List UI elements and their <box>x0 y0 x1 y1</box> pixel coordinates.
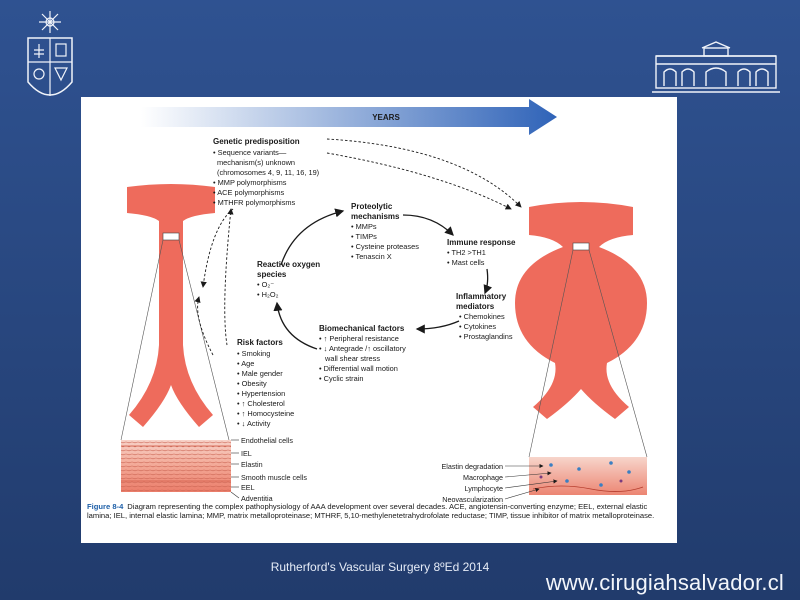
inflammatory-line: • Chemokines <box>459 312 505 321</box>
ros-line: • O₂⁻ <box>257 280 274 289</box>
proteolytic-line: • MMPs <box>351 222 377 231</box>
biomechanical-line: • ↓ Antegrade /↑ oscillatory <box>319 344 406 353</box>
proteolytic-mechanisms-box: Proteolytic mechanisms • MMPs • TIMPs • … <box>351 202 419 261</box>
genetic-predisposition-box: Genetic predisposition • Sequence varian… <box>213 137 319 207</box>
ros-line: • H₂O₂ <box>257 290 279 299</box>
normal-wall-cross-section <box>121 440 231 492</box>
genetic-line: • ACE polymorphisms <box>213 188 284 197</box>
risk-line: • ↑ Homocysteine <box>237 409 294 418</box>
genetic-line: • MMP polymorphisms <box>213 178 287 187</box>
biomechanical-title: Biomechanical factors <box>319 324 405 333</box>
risk-line: • Male gender <box>237 369 283 378</box>
university-seal-logo <box>27 11 73 96</box>
biomechanical-line: • Cyclic strain <box>319 374 363 383</box>
figure-caption-text: Diagram representing the complex pathoph… <box>87 502 655 521</box>
proteolytic-title: mechanisms <box>351 212 400 221</box>
label-iel: IEL <box>241 449 252 458</box>
figure-number: Figure 8-4 <box>87 502 124 511</box>
genetic-line: mechanism(s) unknown <box>217 158 295 167</box>
risk-title: Risk factors <box>237 338 283 347</box>
label-endothelial-cells: Endothelial cells <box>241 436 293 445</box>
genetic-title: Genetic predisposition <box>213 137 300 146</box>
label-neovascularization: Neovascularization <box>442 495 503 504</box>
label-eel: EEL <box>241 483 255 492</box>
biomechanical-line: • Differential wall motion <box>319 364 398 373</box>
proteolytic-line: • Tenascin X <box>351 252 392 261</box>
risk-line: • Age <box>237 359 254 368</box>
label-elastin: Elastin <box>241 460 263 469</box>
normal-aorta-illustration <box>127 184 215 427</box>
genetic-line: • Sequence variants— <box>213 148 287 157</box>
biomechanical-line: • ↑ Peripheral resistance <box>319 334 399 343</box>
proteolytic-line: • Cysteine proteases <box>351 242 419 251</box>
risk-line: • ↑ Cholesterol <box>237 399 285 408</box>
genetic-line: (chromosomes 4, 9, 11, 16, 19) <box>217 168 319 177</box>
inflammatory-line: • Prostaglandins <box>459 332 513 341</box>
label-adventitia: Adventitia <box>241 494 273 503</box>
sunburst-icon <box>39 11 61 33</box>
aneurysm-aorta-illustration <box>515 202 647 419</box>
immune-response-box: Immune response • TH2 >TH1 • Mast cells <box>447 238 516 267</box>
risk-factors-box: Risk factors • Smoking • Age • Male gend… <box>237 338 294 428</box>
label-elastin-degradation: Elastin degradation <box>441 462 503 471</box>
proteolytic-title: Proteolytic <box>351 202 393 211</box>
risk-line: • ↓ Activity <box>237 419 271 428</box>
aneurysm-wall-cross-section <box>529 457 647 495</box>
biomechanical-factors-box: Biomechanical factors • ↑ Peripheral res… <box>319 324 406 383</box>
immune-line: • TH2 >TH1 <box>447 248 486 257</box>
diagram-panel: YEARS <box>81 97 677 543</box>
inflammatory-mediators-box: Inflammatory mediators • Chemokines • Cy… <box>456 292 513 341</box>
biomechanical-line: wall shear stress <box>324 354 380 363</box>
source-credit: Rutherford's Vascular Surgery 8ºEd 2014 <box>270 560 490 574</box>
inflammatory-title: mediators <box>456 302 495 311</box>
building-logo <box>652 41 780 93</box>
label-lymphocyte: Lymphocyte <box>465 484 504 493</box>
ros-title: Reactive oxygen <box>257 260 320 269</box>
label-smooth-muscle-cells: Smooth muscle cells <box>241 473 307 482</box>
proteolytic-line: • TIMPs <box>351 232 377 241</box>
ros-title: species <box>257 270 287 279</box>
risk-line: • Smoking <box>237 349 270 358</box>
label-macrophage: Macrophage <box>463 473 503 482</box>
reactive-oxygen-species-box: Reactive oxygen species • O₂⁻ • H₂O₂ <box>257 260 320 299</box>
risk-line: • Hypertension <box>237 389 285 398</box>
years-label: YEARS <box>372 113 400 122</box>
years-timeline-arrow: YEARS <box>141 99 557 135</box>
inflammatory-line: • Cytokines <box>459 322 496 331</box>
normal-wall-labels: Endothelial cells IEL Elastin Smooth mus… <box>230 436 307 503</box>
immune-line: • Mast cells <box>447 258 485 267</box>
immune-title: Immune response <box>447 238 516 247</box>
website-url: www.cirugiahsalvador.cl <box>545 570 784 595</box>
pathophysiology-cycle-arrows <box>273 208 493 350</box>
dashed-influence-arrows <box>194 138 522 356</box>
risk-line: • Obesity <box>237 379 267 388</box>
aneurysm-wall-labels: Elastin degradation Macrophage Lymphocyt… <box>441 462 558 504</box>
inflammatory-title: Inflammatory <box>456 292 507 301</box>
genetic-line: • MTHFR polymorphisms <box>213 198 296 207</box>
